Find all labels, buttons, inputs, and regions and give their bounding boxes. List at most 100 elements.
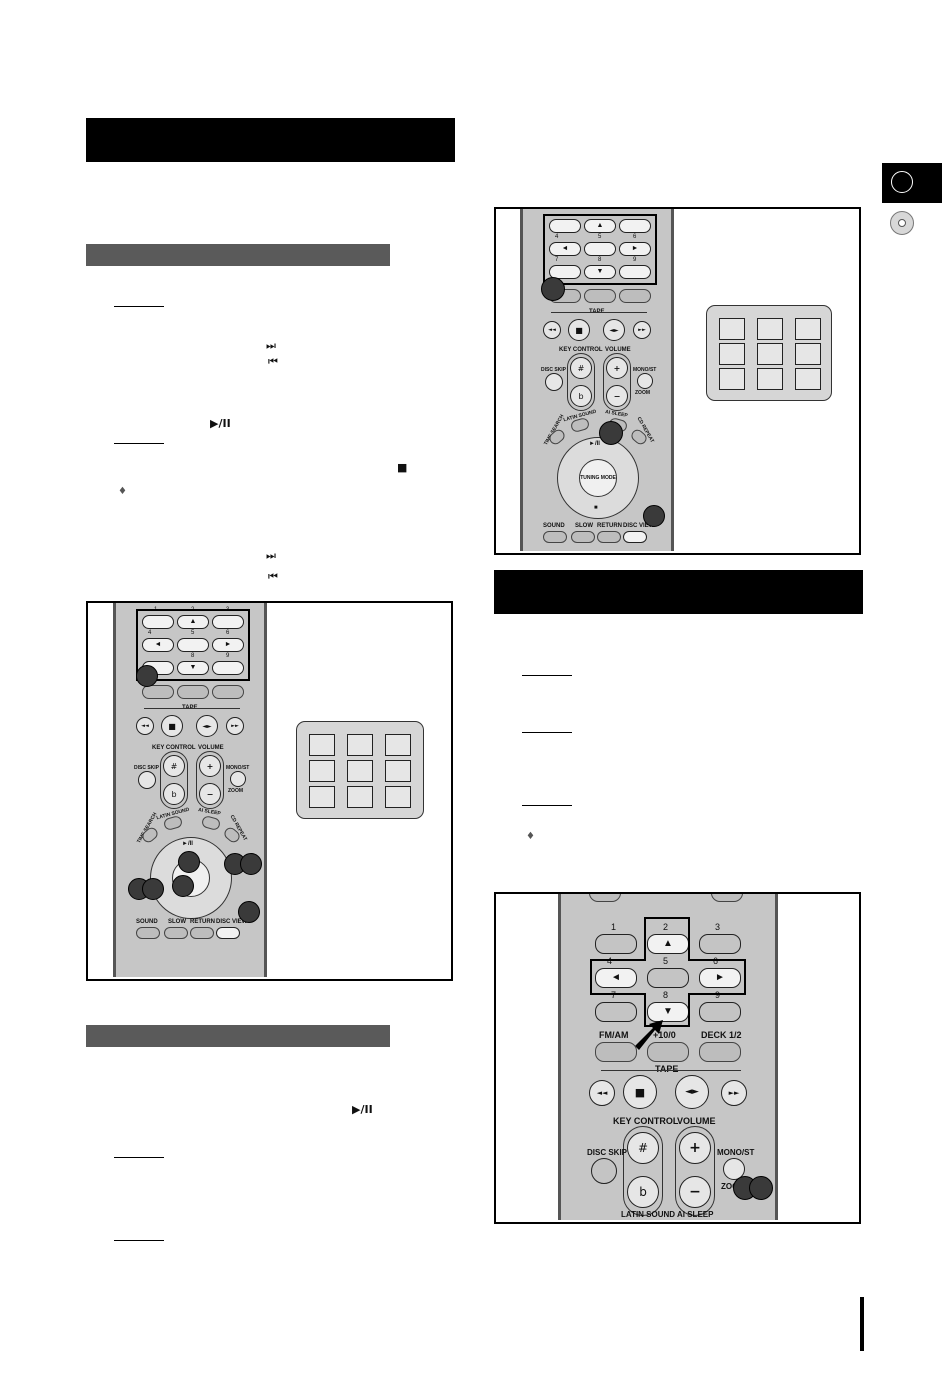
step-callout (142, 878, 164, 900)
key-flat-button[interactable]: b (627, 1176, 659, 1208)
volume-down-button[interactable]: − (199, 783, 221, 805)
remote-control-zoomed: 1 2 3 ▲ 4 5 6 ◄ ► 7 8 9 ▼ FM/AM +10/0 DE… (558, 894, 778, 1220)
button-8-down[interactable]: ▼ (177, 661, 209, 675)
play-button[interactable]: ◄► (675, 1075, 709, 1109)
fm-am-button[interactable] (595, 1042, 637, 1062)
button-7[interactable] (549, 265, 581, 279)
button-9[interactable] (619, 265, 651, 279)
button-2-up[interactable]: ▲ (584, 219, 616, 233)
ff-button[interactable]: ►► (633, 321, 651, 339)
button-3[interactable] (699, 934, 741, 954)
ff-button[interactable]: ►► (226, 717, 244, 735)
stop-button[interactable]: ■ (161, 715, 183, 737)
return-button[interactable] (190, 927, 214, 939)
volume-down-button[interactable]: − (606, 385, 628, 407)
language-tab (882, 163, 942, 203)
button-4-left[interactable]: ◄ (142, 638, 174, 652)
play-button[interactable]: ◄► (603, 319, 625, 341)
ai-sleep-button[interactable] (200, 814, 222, 832)
bullet-icon: ♦ (526, 831, 535, 842)
step-callout (599, 421, 623, 445)
fm-am-button[interactable] (142, 685, 174, 699)
button-2-up[interactable]: ▲ (177, 615, 209, 629)
return-button[interactable] (597, 531, 621, 543)
skip-next-icon: ⏭ (266, 339, 276, 352)
key-sharp-button[interactable]: # (163, 755, 185, 777)
volume-rocker (603, 353, 631, 411)
mono-st-button[interactable] (230, 771, 246, 787)
mono-st-button[interactable] (637, 373, 653, 389)
play-pause-label: ►/II (182, 841, 193, 847)
plus10-button[interactable] (177, 685, 209, 699)
deck-button[interactable] (212, 685, 244, 699)
button-5[interactable] (647, 968, 689, 988)
key-sharp-button[interactable]: # (627, 1132, 659, 1164)
step-underline (522, 805, 572, 806)
section-title-bar-1 (86, 118, 455, 162)
volume-up-button[interactable]: + (199, 755, 221, 777)
button-5[interactable] (177, 638, 209, 652)
step-callout (172, 875, 194, 897)
button-9[interactable] (212, 661, 244, 675)
key-flat-button[interactable]: b (570, 385, 592, 407)
button-6-right[interactable]: ► (619, 242, 651, 256)
rew-button[interactable]: ◄◄ (589, 1080, 615, 1106)
rew-button[interactable]: ◄◄ (543, 321, 561, 339)
volume-down-button[interactable]: − (679, 1176, 711, 1208)
button-1[interactable] (549, 219, 581, 233)
step-underline (522, 675, 572, 676)
step-callout (749, 1176, 773, 1200)
numeric-keypad-highlight (136, 609, 250, 681)
remote-control: 1 2 3 ▲ 4 5 6 ◄ ► 8 9 ▼ TAPE ◄◄ ■ ◄► ►► … (113, 603, 267, 977)
stop-button[interactable]: ■ (568, 319, 590, 341)
button-3[interactable] (619, 219, 651, 233)
button-1[interactable] (142, 615, 174, 629)
plus10-button[interactable] (647, 1042, 689, 1062)
key-flat-button[interactable]: b (163, 783, 185, 805)
step-underline (522, 732, 572, 733)
disc-view-button[interactable] (623, 531, 647, 543)
pointer-arrow-icon (635, 1020, 663, 1050)
key-control-rocker (623, 1126, 663, 1216)
play-pause-icon: ▶/II (352, 1103, 373, 1116)
key-control-rocker (160, 751, 188, 809)
step-underline (114, 1157, 164, 1158)
subsection-bar-1 (86, 244, 390, 266)
button-4-left[interactable]: ◄ (595, 968, 637, 988)
button-1[interactable] (595, 934, 637, 954)
disc-icon (890, 211, 914, 235)
play-button[interactable]: ◄► (196, 715, 218, 737)
section-title-bar-2 (494, 570, 863, 614)
sound-button[interactable] (543, 531, 567, 543)
deck-button[interactable] (699, 1042, 741, 1062)
volume-up-button[interactable]: + (606, 357, 628, 379)
button-6-right[interactable]: ► (699, 968, 741, 988)
disc-view-button[interactable] (216, 927, 240, 939)
disc-skip-button[interactable] (591, 1158, 617, 1184)
button-7[interactable] (595, 1002, 637, 1022)
rew-button[interactable]: ◄◄ (136, 717, 154, 735)
button-3[interactable] (212, 615, 244, 629)
step-callout (178, 851, 200, 873)
tab-circle-icon (891, 171, 913, 193)
sound-button[interactable] (136, 927, 160, 939)
deck-button[interactable] (619, 289, 651, 303)
button-5[interactable] (584, 242, 616, 256)
disc-skip-button[interactable] (138, 771, 156, 789)
volume-rocker (196, 751, 224, 809)
volume-up-button[interactable]: + (679, 1132, 711, 1164)
mono-st-button[interactable] (723, 1158, 745, 1180)
plus10-button[interactable] (584, 289, 616, 303)
ff-button[interactable]: ►► (721, 1080, 747, 1106)
button-9[interactable] (699, 1002, 741, 1022)
button-4-left[interactable]: ◄ (549, 242, 581, 256)
stop-button[interactable]: ■ (623, 1075, 657, 1109)
subsection-bar-2 (86, 1025, 390, 1047)
disc-skip-button[interactable] (545, 373, 563, 391)
tuning-mode-button[interactable]: TUNING MODE (579, 459, 617, 497)
slow-button[interactable] (571, 531, 595, 543)
key-sharp-button[interactable]: # (570, 357, 592, 379)
button-8-down[interactable]: ▼ (584, 265, 616, 279)
button-6-right[interactable]: ► (212, 638, 244, 652)
slow-button[interactable] (164, 927, 188, 939)
